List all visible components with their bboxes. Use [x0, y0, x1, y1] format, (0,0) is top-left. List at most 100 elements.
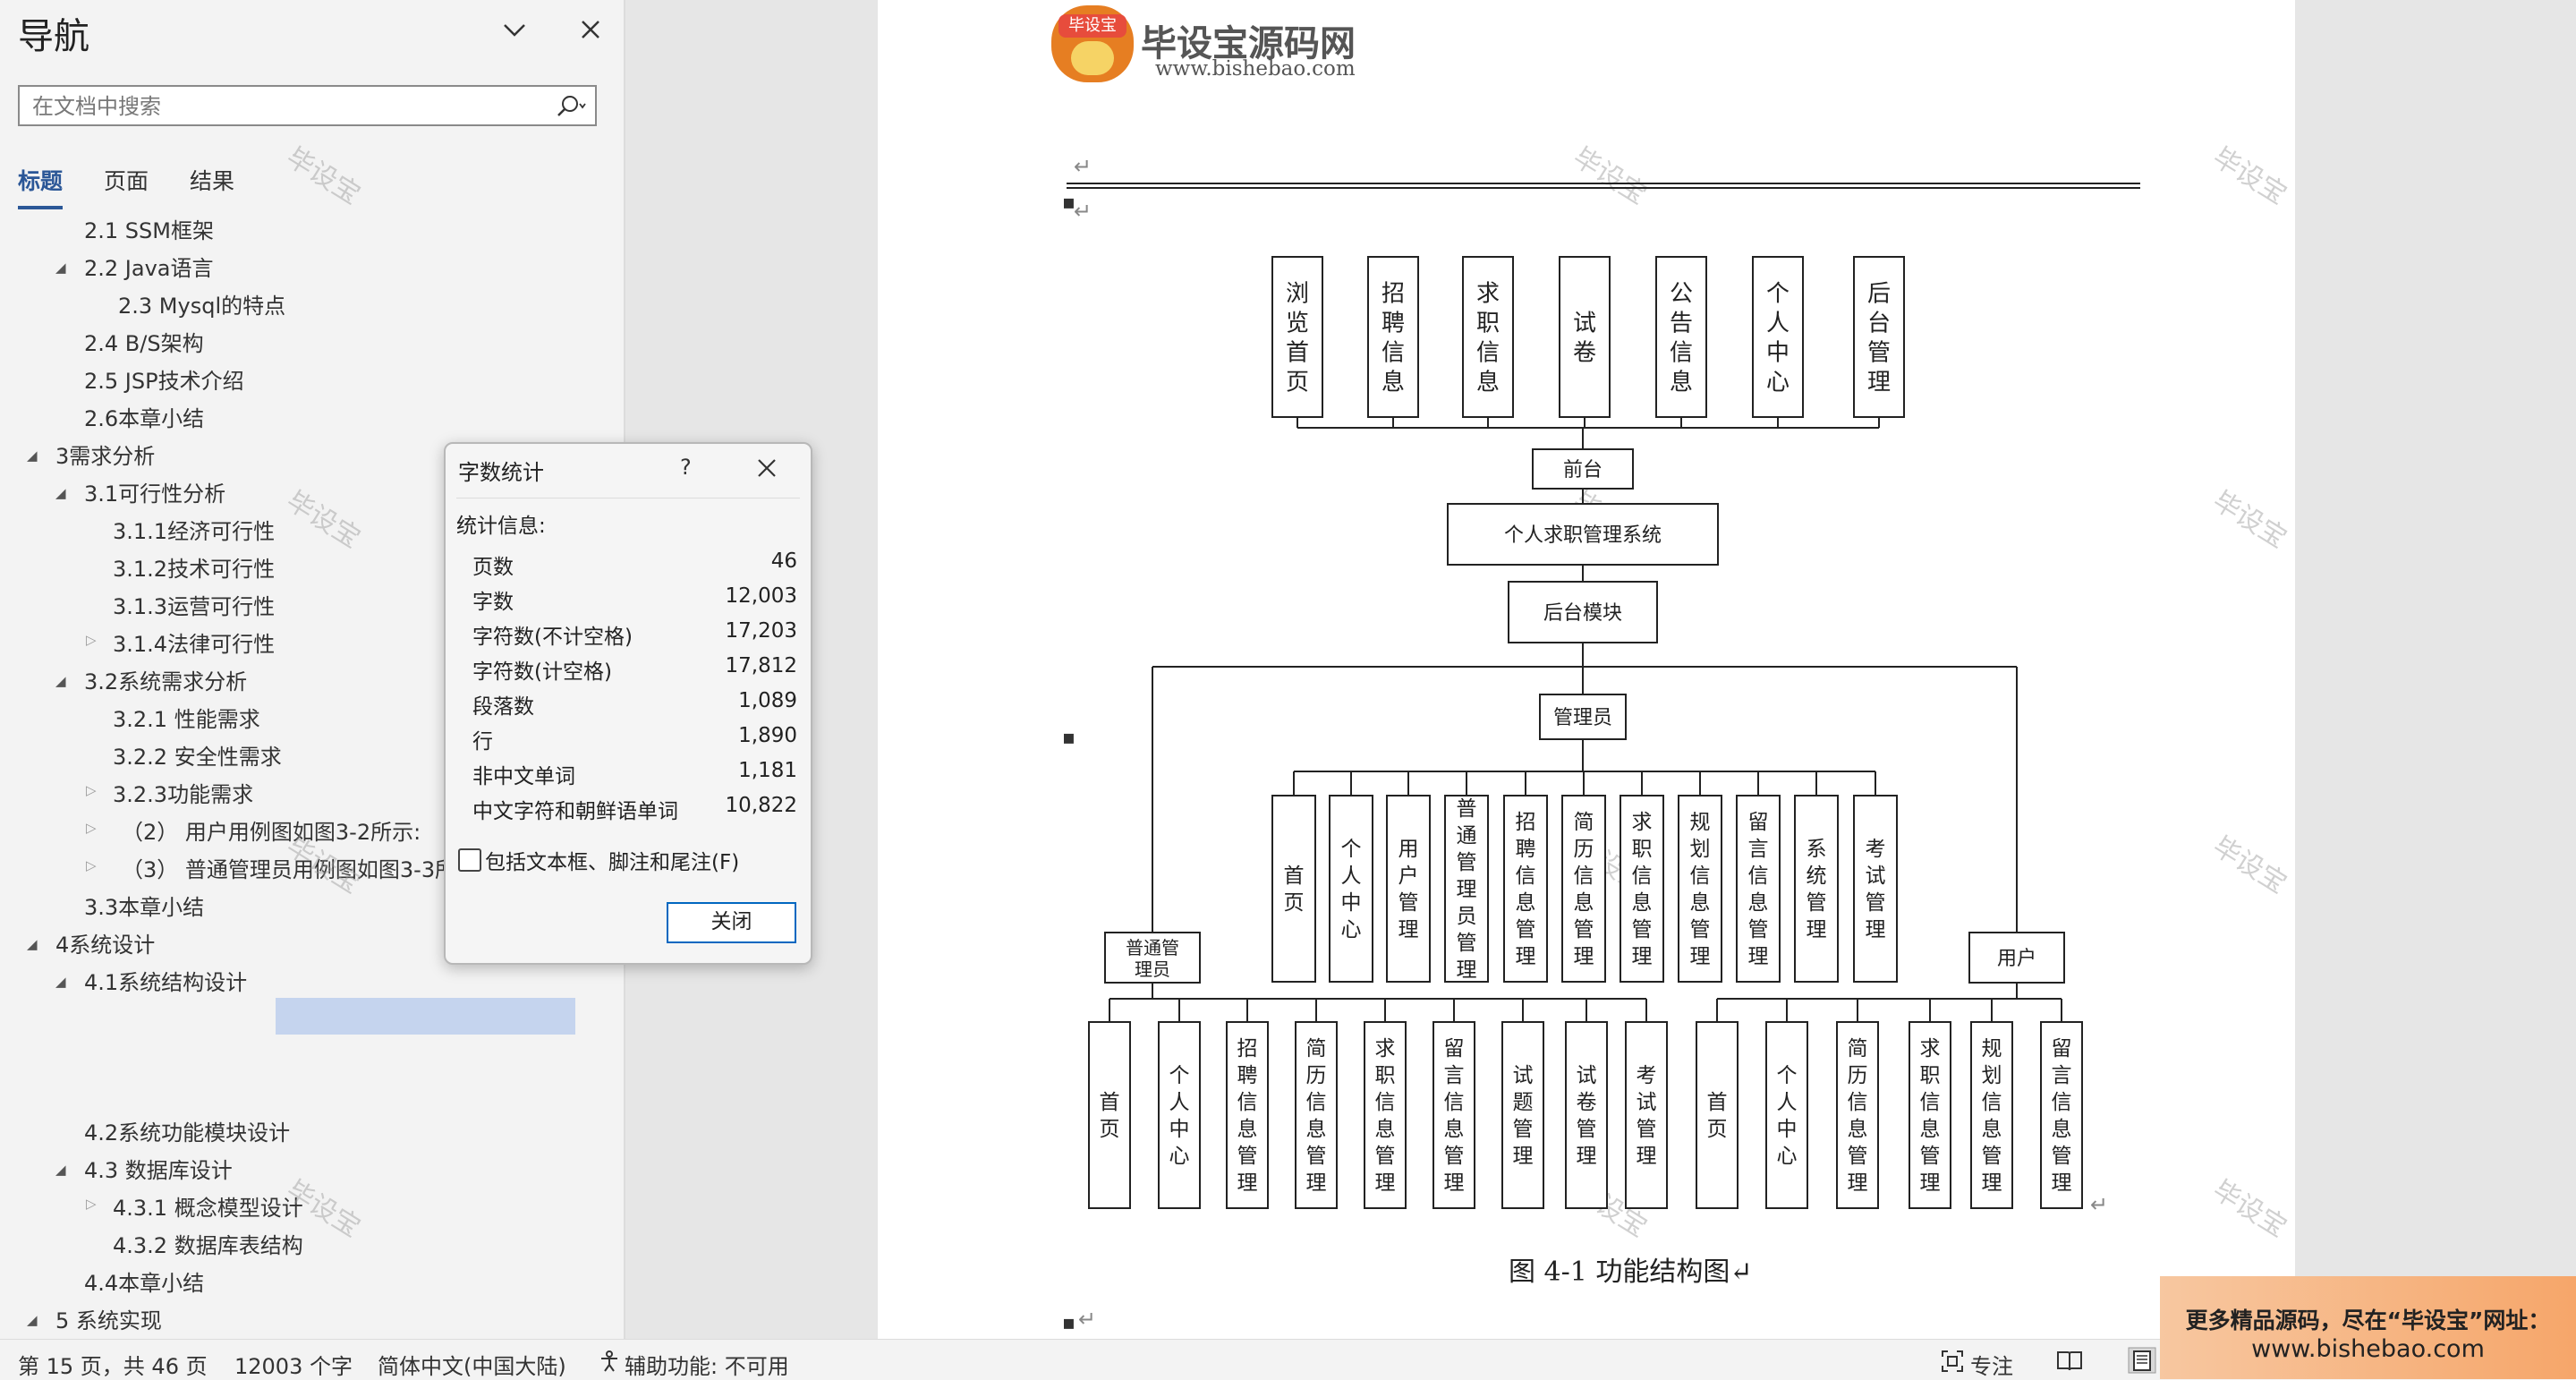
outline-item[interactable]: 2.1 SSM框架 [84, 218, 214, 243]
collapse-icon[interactable]: ◢ [55, 260, 66, 276]
word-count-dialog: 字数统计 ? 统计信息: 页数 46 字数 12,003 字符数(不计空格) 1… [444, 442, 812, 965]
outline-item[interactable]: 3.1.3运营可行性 [113, 594, 276, 619]
watermark-text: 毕设宝 [1567, 485, 1653, 555]
status-bar: 第 15 页，共 46 页 12003 个字 简体中文(中国大陆) 辅助功能: … [0, 1339, 2576, 1380]
collapse-icon[interactable]: ◢ [27, 447, 38, 464]
tab-pages[interactable]: 页面 [104, 168, 149, 194]
collapse-icon[interactable]: ◢ [55, 1162, 66, 1178]
read-mode-icon[interactable] [2056, 1350, 2083, 1373]
stat-value: 12,003 [725, 584, 797, 608]
outline-item[interactable]: 3.3本章小结 [84, 895, 205, 920]
statistics-label: 统计信息: [456, 515, 546, 538]
chevron-down-icon[interactable] [501, 16, 528, 43]
bullet-mark: ▪ [1062, 727, 1075, 749]
stat-name: 非中文单词 [472, 765, 575, 788]
outline-item[interactable]: （2） 用户用例图如图3-2所示: [122, 820, 421, 845]
outline-item[interactable]: 4.2系统功能模块设计 [84, 1120, 291, 1146]
dialog-title: 字数统计 [458, 460, 544, 485]
outline-item[interactable]: 2.5 JSP技术介绍 [84, 369, 244, 394]
site-logo: 毕设宝 毕设宝源码网 www.bishebao.com [1051, 5, 1409, 86]
stat-name: 行 [472, 730, 493, 754]
outline-item[interactable]: 4.3.2 数据库表结构 [113, 1233, 303, 1258]
nav-title: 导航 [18, 16, 89, 57]
expand-icon[interactable]: ▷ [86, 632, 97, 648]
collapse-icon[interactable]: ◢ [55, 485, 66, 501]
active-tab-indicator [18, 206, 63, 209]
outline-item[interactable]: 2.4 B/S架构 [84, 331, 204, 356]
outline-item[interactable]: 2.3 Mysql的特点 [118, 294, 286, 319]
expand-icon[interactable]: ▷ [86, 820, 97, 836]
logo-name: 毕设宝源码网 [1141, 23, 1356, 64]
paragraph-mark: ↵ [1078, 1307, 1097, 1332]
tab-headings[interactable]: 标题 [18, 168, 64, 194]
expand-icon[interactable]: ▷ [86, 1196, 97, 1212]
outline-item[interactable]: 3.2.1 性能需求 [113, 707, 260, 732]
outline-item[interactable]: 4.3 数据库设计 [84, 1158, 233, 1183]
focus-icon[interactable] [1940, 1349, 1965, 1374]
watermark-text: 毕设宝 [280, 141, 366, 211]
paragraph-mark: ↵ [1074, 154, 1092, 179]
figure-caption: 图 4-1 功能结构图↵ [1509, 1256, 1753, 1288]
stat-name: 中文字符和朝鲜语单词 [472, 800, 678, 823]
close-icon[interactable] [577, 16, 604, 43]
stat-value: 1,890 [738, 724, 797, 747]
stat-name: 段落数 [472, 695, 534, 719]
collapse-icon[interactable]: ◢ [55, 974, 66, 990]
include-textboxes-label[interactable]: 包括文本框、脚注和尾注(F) [485, 851, 740, 874]
outline-item[interactable]: 4.4本章小结 [84, 1271, 205, 1296]
watermark-text: 毕设宝 [2206, 831, 2292, 900]
current-position-highlight [276, 998, 575, 1035]
outline-item[interactable]: 3.2系统需求分析 [84, 669, 248, 694]
close-button[interactable]: 关闭 [667, 902, 796, 943]
watermark-text: 毕设宝 [2206, 141, 2292, 211]
outline-item[interactable]: 3.1.1经济可行性 [113, 519, 276, 544]
search-input[interactable] [30, 92, 553, 121]
outline-item[interactable]: 2.6本章小结 [84, 406, 205, 431]
collapse-icon[interactable]: ◢ [55, 673, 66, 689]
watermark-text: 毕设宝 [1567, 141, 1653, 211]
outline-item[interactable]: 3.2.3功能需求 [113, 782, 254, 807]
outline-item[interactable]: 4.3.1 概念模型设计 [113, 1196, 303, 1221]
tab-results[interactable]: 结果 [190, 168, 235, 194]
outline-item[interactable]: 3.1.2技术可行性 [113, 557, 276, 582]
promo-banner[interactable]: 更多精品源码，尽在“毕设宝”网址： www.bishebao.com [2160, 1276, 2576, 1379]
outline-item[interactable]: （3） 普通管理员用例图如图3-3所 [122, 857, 457, 882]
outline-item[interactable]: 5 系统实现 [55, 1308, 162, 1333]
outline-item[interactable]: 3.1.4法律可行性 [113, 632, 276, 657]
watermark-text: 毕设宝 [1567, 831, 1653, 900]
expand-icon[interactable]: ▷ [86, 857, 97, 873]
accessibility-icon[interactable] [598, 1350, 621, 1373]
close-icon[interactable] [755, 456, 778, 480]
outline-item[interactable]: 2.2 Java语言 [84, 256, 214, 281]
promo-url[interactable]: www.bishebao.com [2251, 1335, 2485, 1363]
outline-item[interactable]: 4.1系统结构设计 [84, 970, 248, 995]
collapse-icon[interactable]: ◢ [27, 1312, 38, 1328]
expand-icon[interactable]: ▷ [86, 782, 97, 798]
bullet-mark: ▪ [1062, 192, 1075, 214]
paragraph-mark: ↵ [2090, 1192, 2109, 1217]
paragraph-mark: ↵ [1074, 199, 1092, 224]
logo-mascot [1071, 41, 1114, 75]
page-count[interactable]: 第 15 页，共 46 页 [18, 1354, 208, 1379]
focus-mode[interactable]: 专注 [1970, 1354, 2013, 1379]
stat-value: 46 [770, 549, 797, 573]
stat-name: 字符数(计空格) [472, 660, 612, 684]
help-button[interactable]: ? [680, 455, 692, 480]
collapse-icon[interactable]: ◢ [27, 936, 38, 952]
language[interactable]: 简体中文(中国大陆) [378, 1354, 566, 1379]
outline-item[interactable]: 3.2.2 安全性需求 [113, 745, 282, 770]
watermark-text: 毕设宝 [2206, 1174, 2292, 1244]
stat-value: 10,822 [725, 794, 797, 817]
include-textboxes-checkbox[interactable] [458, 848, 481, 872]
search-box [18, 85, 597, 126]
accessibility-status[interactable]: 辅助功能: 不可用 [625, 1354, 789, 1379]
outline-item[interactable]: 3.1可行性分析 [84, 481, 226, 507]
print-layout-icon[interactable] [2128, 1347, 2156, 1374]
bullet-mark: ▪ [1062, 1312, 1075, 1334]
word-count[interactable]: 12003 个字 [234, 1354, 353, 1379]
outline-item[interactable]: 4系统设计 [55, 933, 156, 958]
outline-item[interactable]: 3需求分析 [55, 444, 156, 469]
logo-badge: 毕设宝 [1051, 5, 1134, 82]
logo-url: www.bishebao.com [1155, 57, 1356, 81]
search-icon[interactable] [554, 93, 588, 120]
